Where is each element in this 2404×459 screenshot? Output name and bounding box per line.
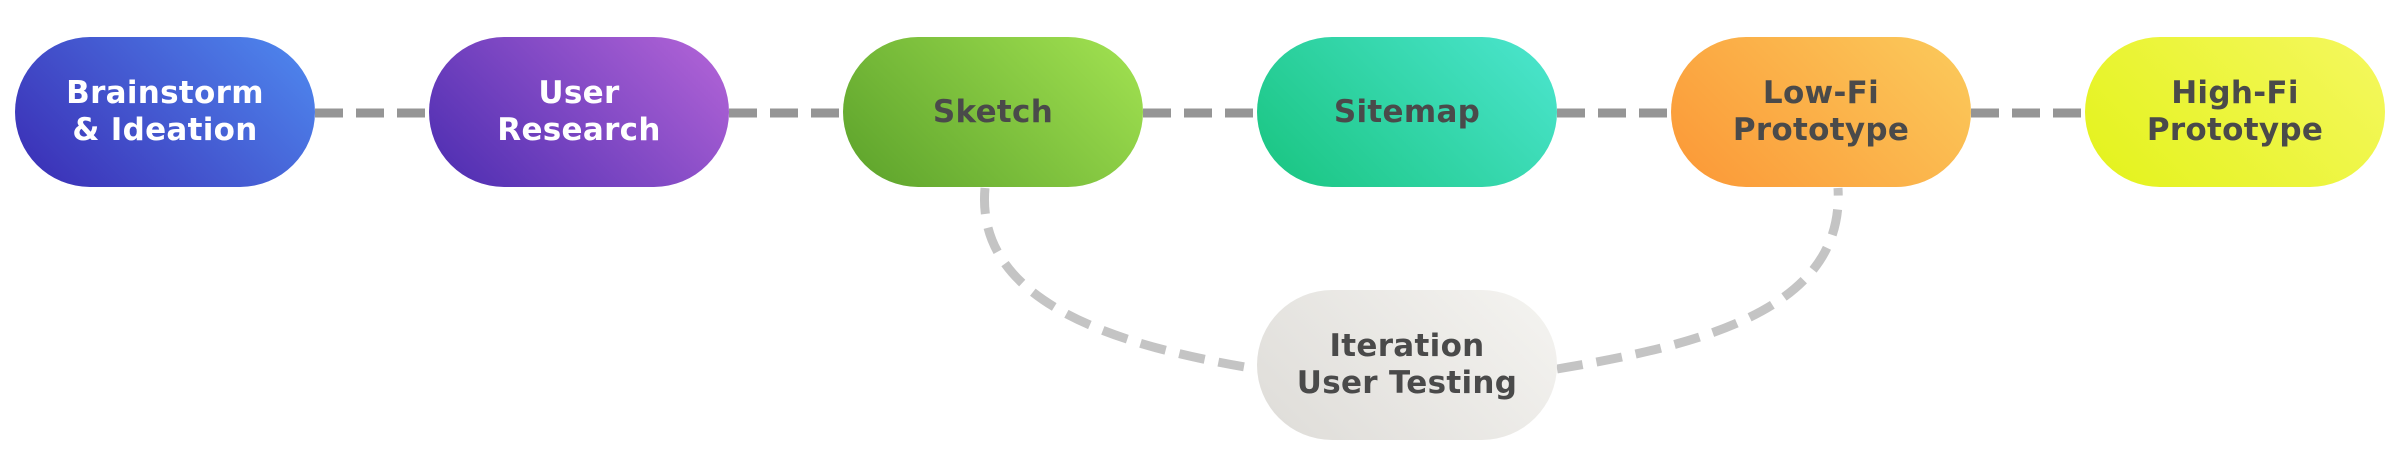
node-brainstorm-ideation: Brainstorm & Ideation <box>15 37 315 187</box>
node-sketch: Sketch <box>843 37 1143 187</box>
connector-iteration-to-low-fi <box>1556 187 1843 374</box>
node-low-fi-prototype: Low-Fi Prototype <box>1671 37 1971 187</box>
node-sitemap: Sitemap <box>1257 37 1557 187</box>
node-label: Brainstorm & Ideation <box>66 75 264 148</box>
node-iteration-user-testing: Iteration User Testing <box>1257 290 1557 440</box>
node-label: Sketch <box>932 93 1054 130</box>
node-high-fi-prototype: High-Fi Prototype <box>2085 37 2385 187</box>
node-label: Iteration User Testing <box>1296 328 1518 401</box>
connector-sketch-to-iteration <box>980 187 1258 374</box>
node-label: User Research <box>497 75 661 148</box>
node-label: Sitemap <box>1333 93 1481 130</box>
node-label: Low-Fi Prototype <box>1732 75 1910 148</box>
node-label: High-Fi Prototype <box>2146 75 2324 148</box>
node-user-research: User Research <box>429 37 729 187</box>
